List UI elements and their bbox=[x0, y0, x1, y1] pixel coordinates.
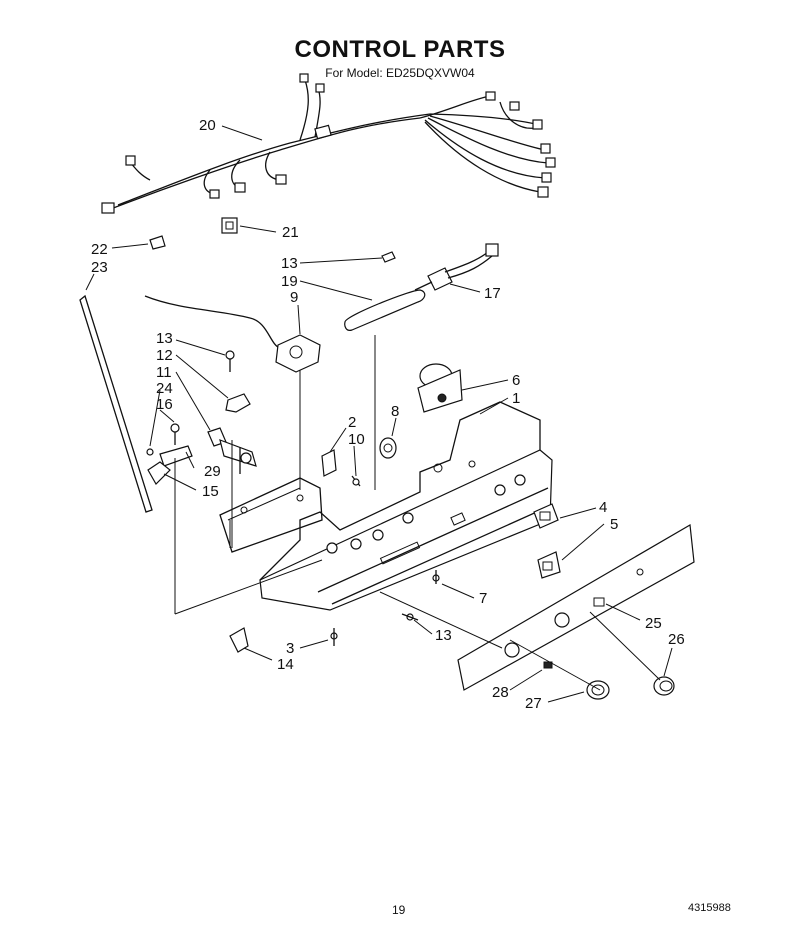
sensor-assembly-part bbox=[344, 243, 499, 331]
wiring-harness-part bbox=[101, 73, 556, 214]
defrost-timer-part bbox=[417, 363, 463, 413]
callout-13: 13 bbox=[435, 627, 452, 644]
light-switch-part bbox=[379, 437, 397, 459]
callout-29: 29 bbox=[204, 463, 221, 480]
bracket-part bbox=[225, 393, 251, 413]
callout-28: 28 bbox=[492, 684, 509, 701]
screw-part bbox=[432, 570, 440, 584]
callout-10: 10 bbox=[348, 431, 365, 448]
callout-17: 17 bbox=[484, 285, 501, 302]
callout-24: 24 bbox=[156, 380, 173, 397]
callout-22: 22 bbox=[91, 241, 108, 258]
screw-part bbox=[330, 628, 338, 646]
support-bracket-part bbox=[321, 449, 337, 477]
alignment-lines bbox=[174, 335, 661, 691]
callout-5: 5 bbox=[610, 516, 618, 533]
clip-part bbox=[229, 627, 249, 653]
callout-7: 7 bbox=[479, 590, 487, 607]
callout-4: 4 bbox=[599, 499, 607, 516]
callout-1: 1 bbox=[512, 390, 520, 407]
screw-part bbox=[170, 423, 180, 445]
screw-part bbox=[401, 613, 419, 621]
callout-26: 26 bbox=[668, 631, 685, 648]
switch-part bbox=[537, 551, 561, 579]
callout-23: 23 bbox=[91, 259, 108, 276]
callout-16: 16 bbox=[156, 396, 173, 413]
control-panel-part bbox=[457, 524, 695, 691]
callout-2: 2 bbox=[348, 414, 356, 431]
callout-13: 13 bbox=[281, 255, 298, 272]
clip-part bbox=[221, 217, 238, 234]
knob-part bbox=[586, 680, 610, 700]
model-subtitle: For Model: ED25DQXVW04 bbox=[325, 66, 475, 80]
thermostat-part bbox=[144, 295, 321, 373]
callout-19: 19 bbox=[281, 273, 298, 290]
callout-11: 11 bbox=[156, 364, 172, 381]
callout-14: 14 bbox=[277, 656, 294, 673]
callout-9: 9 bbox=[290, 289, 298, 306]
callout-25: 25 bbox=[645, 615, 662, 632]
callout-13: 13 bbox=[156, 330, 173, 347]
control-shaft-part bbox=[207, 427, 257, 474]
callout-12: 12 bbox=[156, 347, 173, 364]
switch-part bbox=[533, 503, 559, 529]
knob-part bbox=[653, 676, 675, 696]
callout-27: 27 bbox=[525, 695, 542, 712]
washer-part bbox=[146, 448, 154, 456]
indicator-part bbox=[543, 661, 553, 669]
control-rod-part bbox=[79, 294, 153, 513]
screw-part bbox=[225, 350, 235, 372]
callout-21: 21 bbox=[282, 224, 299, 241]
page-number: 19 bbox=[392, 903, 406, 917]
bracket-part bbox=[149, 235, 166, 250]
leader-lines bbox=[85, 125, 673, 703]
screw-part bbox=[351, 475, 361, 487]
callout-8: 8 bbox=[391, 403, 399, 420]
control-housing-part bbox=[219, 401, 553, 611]
callout-15: 15 bbox=[202, 483, 219, 500]
page-title: CONTROL PARTS bbox=[294, 36, 506, 63]
lever-part bbox=[159, 445, 193, 467]
callout-20: 20 bbox=[199, 117, 216, 134]
callout-6: 6 bbox=[512, 372, 520, 389]
callout-3: 3 bbox=[286, 640, 294, 657]
document-number: 4315988 bbox=[688, 902, 731, 914]
lever-arm-part bbox=[147, 461, 171, 485]
